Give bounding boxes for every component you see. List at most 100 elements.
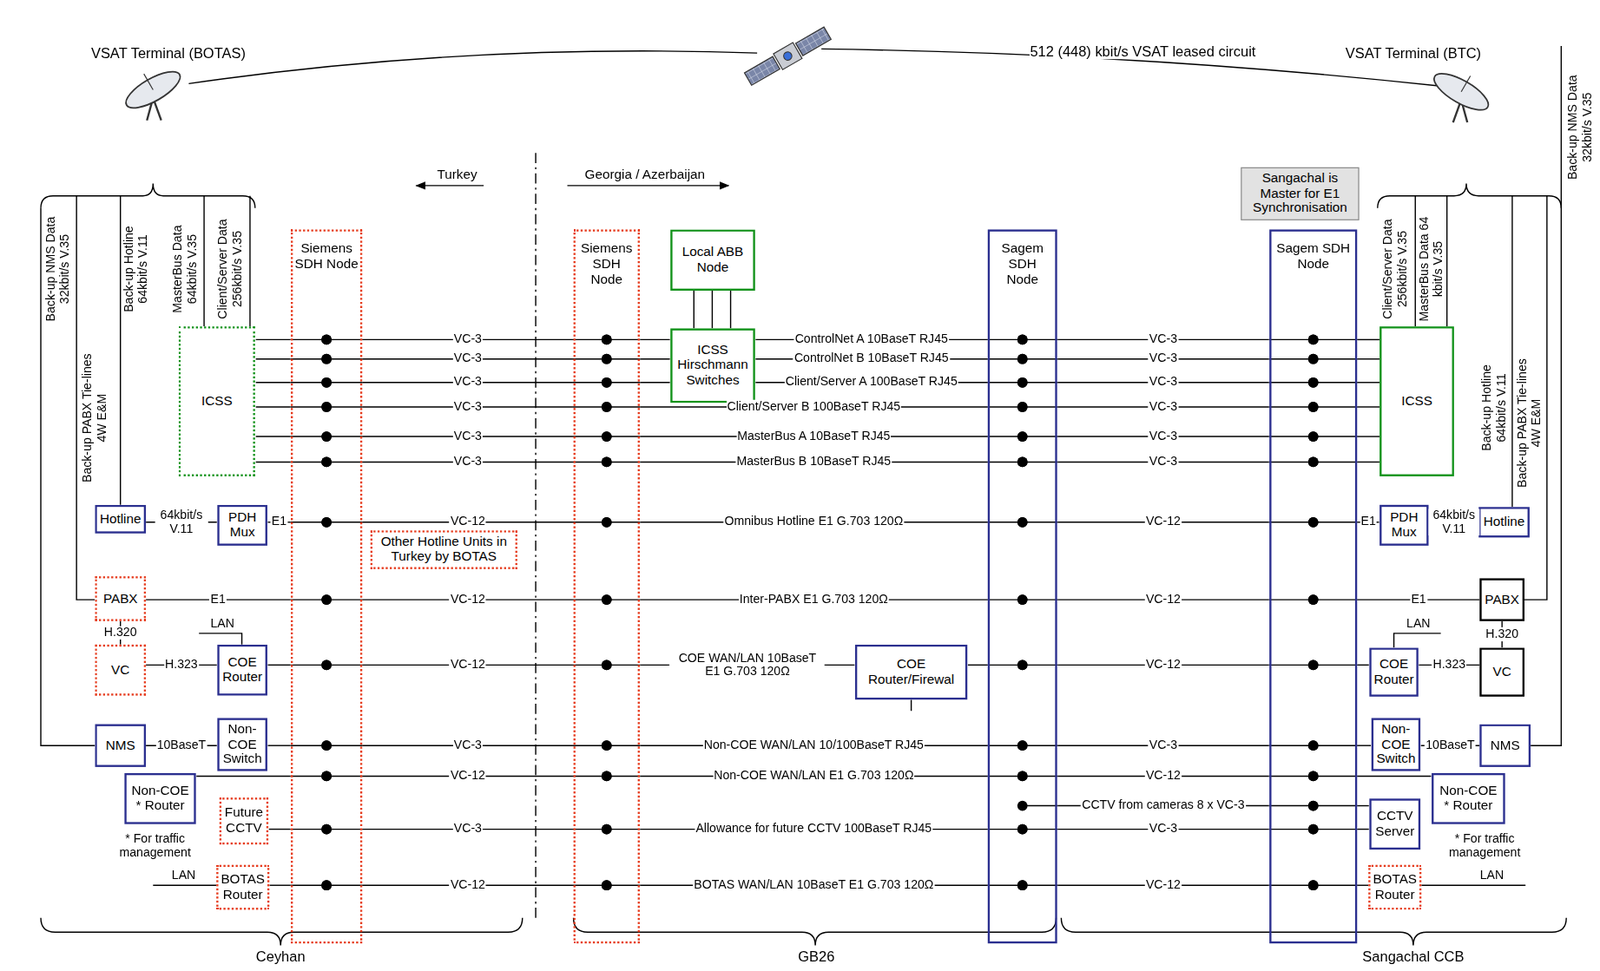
link-label: VC-3 — [453, 429, 483, 444]
junction-dot — [1017, 377, 1028, 389]
through-line — [1313, 744, 1358, 746]
through-line — [1022, 599, 1059, 600]
box-text: Sagem SDH Node — [1272, 242, 1354, 273]
wire — [1530, 46, 1561, 746]
link-line — [1357, 381, 1380, 383]
junction-dot — [1308, 457, 1319, 468]
direction-arrow — [567, 184, 730, 186]
box-text: VC — [111, 662, 130, 679]
link-label: E1 — [209, 592, 227, 607]
link-line — [255, 339, 291, 341]
junction-dot — [1308, 457, 1319, 468]
hotline-box: Hotline — [94, 505, 146, 534]
junction-dot — [601, 431, 613, 442]
box-text: Siemens SDH Node — [577, 242, 637, 289]
wire — [1415, 196, 1416, 327]
link-label: Client/Server A 100BaseT RJ45 — [784, 375, 959, 390]
cctv-box: Future CCTV — [218, 797, 270, 845]
link-label: ControlNet A 10BaseT RJ45 — [794, 333, 950, 348]
junction-dot — [1017, 824, 1028, 836]
through-line — [987, 381, 1023, 383]
box-text: VC — [1493, 665, 1512, 681]
bracket — [40, 184, 256, 209]
junction-dot — [1017, 771, 1028, 783]
link-line — [730, 290, 731, 329]
line-label: Back-up PABX Tie-lines 4W E&M — [1515, 349, 1544, 498]
link-label: VC-3 — [1148, 375, 1179, 390]
junction-dot — [1017, 457, 1028, 468]
through-line — [289, 599, 327, 600]
junction-dot — [601, 740, 613, 751]
through-line — [987, 599, 1023, 600]
icss-box: ICSS — [1379, 326, 1455, 477]
junction-dot — [1308, 880, 1319, 891]
line-label: Client/Server Data 256kbit/s V.35 — [216, 213, 244, 326]
junction-dot — [321, 594, 332, 606]
junction-dot — [1017, 354, 1028, 365]
through-line — [1269, 435, 1314, 437]
junction-dot — [601, 377, 613, 389]
through-line — [987, 744, 1023, 746]
junction-dot — [1017, 377, 1028, 389]
junction-dot — [321, 880, 332, 891]
vc-box: VC — [1479, 647, 1525, 697]
box-text: ICSS — [1401, 394, 1433, 410]
vsat-link — [188, 51, 758, 85]
link-label: VC-3 — [453, 738, 483, 753]
junction-dot — [601, 457, 613, 468]
junction-dot — [1308, 354, 1319, 365]
through-line — [289, 744, 327, 746]
junction-dot — [321, 401, 332, 413]
through-line — [326, 521, 363, 523]
junction-dot — [1308, 335, 1319, 346]
through-line — [1313, 521, 1358, 523]
box-text: Non-COE * Router — [128, 783, 193, 815]
link-line — [693, 290, 695, 329]
through-line — [1313, 829, 1358, 830]
junction-dot — [1017, 431, 1028, 442]
through-line — [326, 358, 363, 360]
junction-dot — [601, 377, 613, 389]
link-label: H.320 — [1484, 627, 1520, 642]
through-line — [987, 665, 1023, 666]
junction-dot — [601, 401, 613, 413]
junction-dot — [321, 659, 332, 671]
link-label: Omnibus Hotline E1 G.703 120Ω — [723, 515, 904, 530]
wire — [152, 885, 218, 887]
through-line — [326, 665, 363, 666]
link-label: VC-12 — [1145, 658, 1182, 673]
junction-dot — [1017, 880, 1028, 891]
through-line — [1313, 435, 1358, 437]
link-label: VC-12 — [449, 592, 487, 607]
link-label: VC-3 — [1148, 429, 1179, 444]
through-line — [289, 358, 327, 360]
dish-antenna — [117, 58, 185, 120]
junction-dot — [601, 335, 613, 346]
wire — [1446, 196, 1448, 327]
box-text: Hotline — [1483, 514, 1526, 531]
bracket — [1060, 918, 1567, 947]
junction-dot — [601, 771, 613, 783]
link-label: E1 — [270, 515, 289, 530]
text-label: LAN — [1480, 869, 1504, 884]
box-text: COE Router — [220, 655, 264, 686]
link-label: VC-12 — [1145, 515, 1182, 530]
line-label: Back-up Hotline 64kbit/s V.11 — [122, 213, 151, 326]
junction-dot — [1308, 377, 1319, 389]
through-line — [1313, 885, 1358, 887]
through-line — [1022, 381, 1059, 383]
bracket — [573, 918, 1057, 947]
link-line — [711, 290, 713, 329]
text-label: LAN — [171, 869, 196, 884]
sdh-node: Siemens SDH Node — [289, 229, 363, 944]
through-line — [1269, 406, 1314, 408]
through-line — [1022, 776, 1059, 777]
box-text: NMS — [1490, 737, 1521, 754]
switch-box: Non-COE Switch — [217, 717, 269, 772]
link-line — [255, 358, 291, 360]
junction-dot — [321, 517, 332, 528]
through-line — [987, 461, 1023, 463]
box-text: Non-COE * Router — [1435, 783, 1502, 815]
link-label: H.323 — [164, 658, 199, 673]
